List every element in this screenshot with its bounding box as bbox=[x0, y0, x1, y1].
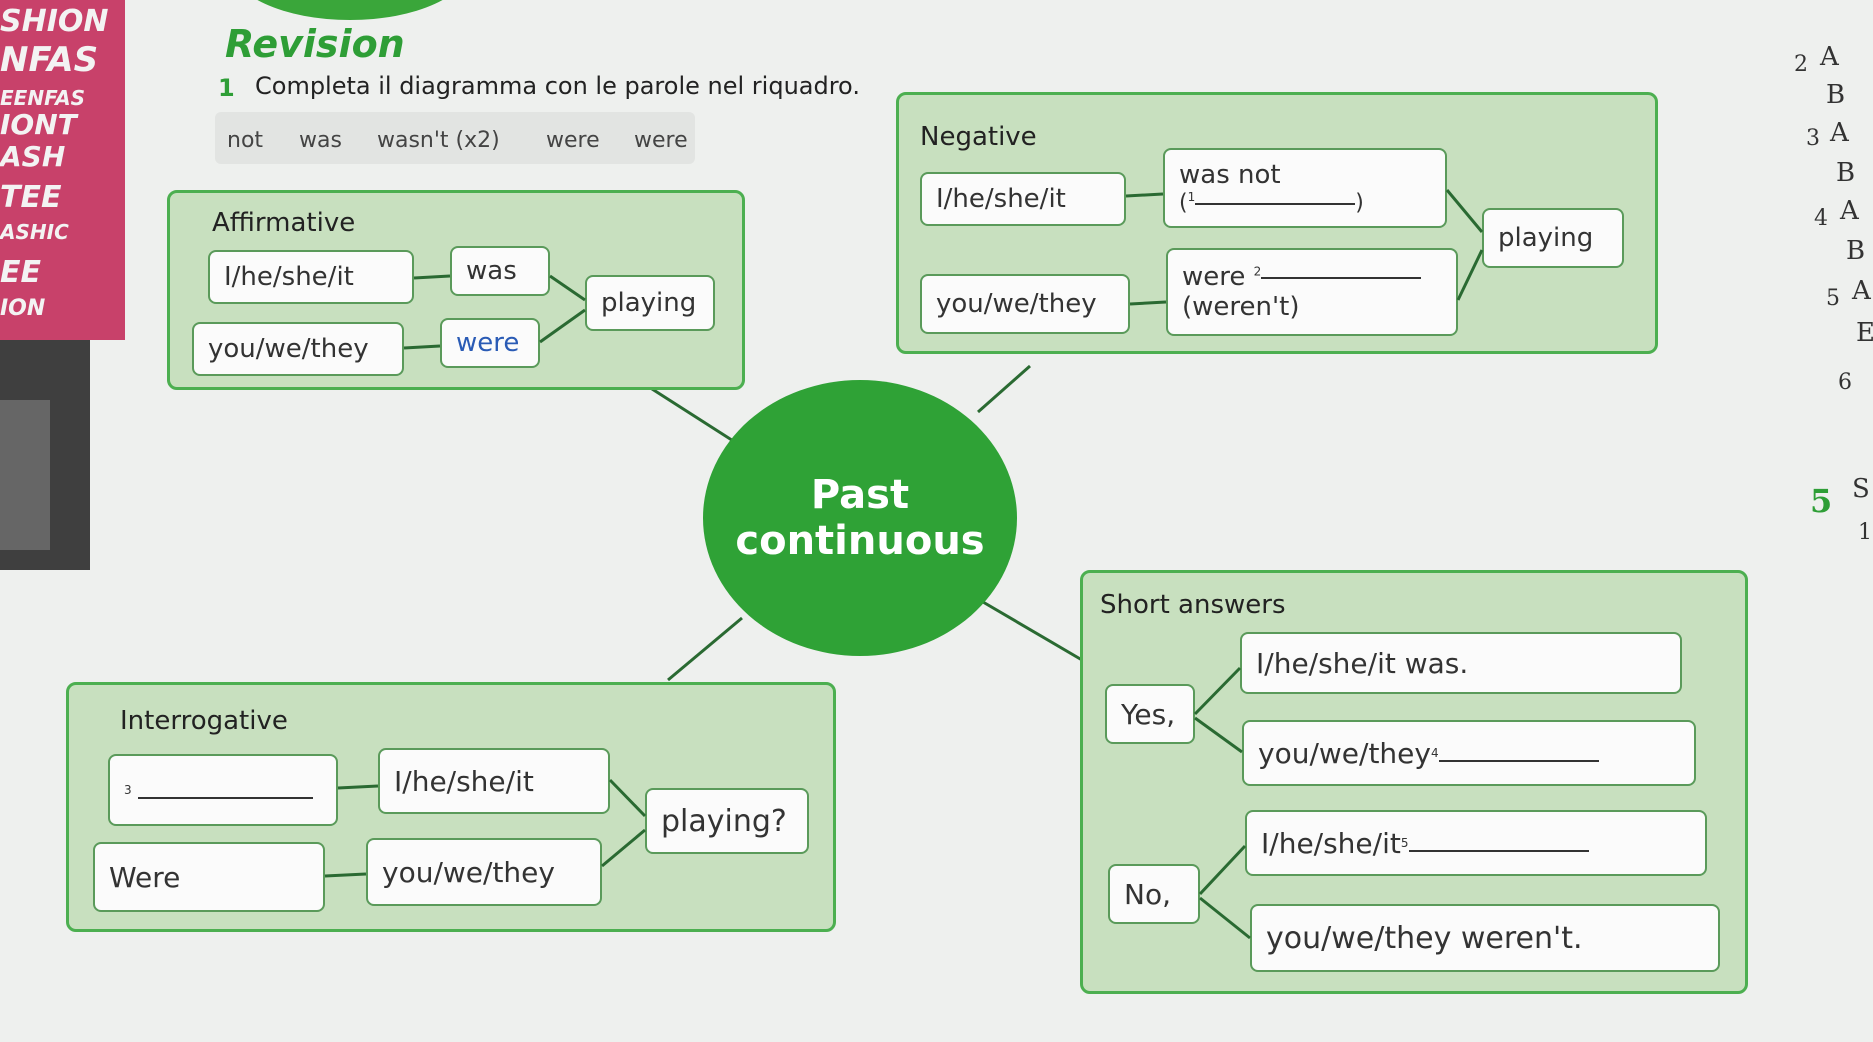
interrogative-title: Interrogative bbox=[120, 706, 288, 736]
negative-verb: playing bbox=[1482, 208, 1624, 268]
gap-number-5: 5 bbox=[1400, 836, 1409, 850]
word-box-item: were bbox=[546, 128, 600, 153]
side-tab-6: TEE bbox=[0, 180, 62, 215]
negative-were-gap: were 2 bbox=[1182, 262, 1422, 292]
negative-gap-1: (1) bbox=[1179, 190, 1364, 216]
word-box-item: were bbox=[634, 128, 688, 153]
short-answers-title: Short answers bbox=[1100, 590, 1286, 620]
interrogative-verb: playing? bbox=[645, 788, 809, 854]
negative-title: Negative bbox=[920, 122, 1037, 152]
margin-item: A bbox=[1830, 118, 1849, 148]
negative-subject-singular: I/he/she/it bbox=[920, 172, 1126, 226]
margin-item: 5 bbox=[1826, 286, 1840, 311]
side-tab-7: ASHIC bbox=[0, 220, 69, 244]
gap-number-1: 1 bbox=[1187, 190, 1196, 205]
exercise-instruction: Completa il diagramma con le parole nel … bbox=[255, 72, 860, 100]
margin-item: E bbox=[1856, 318, 1873, 348]
side-tab-strip bbox=[0, 0, 125, 340]
side-tab-5: ASH bbox=[0, 140, 66, 173]
margin-item: B bbox=[1826, 80, 1846, 110]
margin-item: A bbox=[1820, 42, 1839, 72]
margin-item: A bbox=[1840, 196, 1859, 226]
short-answer-yes: Yes, bbox=[1105, 684, 1195, 744]
word-box-item: not bbox=[227, 128, 264, 153]
center-topic-line2: continuous bbox=[735, 518, 985, 564]
word-box-item: wasn't (x2) bbox=[377, 128, 500, 153]
margin-item: S bbox=[1852, 474, 1870, 504]
margin-item: B bbox=[1846, 236, 1866, 266]
affirmative-aux-were: were bbox=[440, 318, 540, 368]
short-answer-yes-singular: I/he/she/it was. bbox=[1240, 632, 1682, 694]
margin-item: B bbox=[1836, 158, 1856, 188]
margin-item: 4 bbox=[1814, 206, 1828, 231]
short-answer-no-plural: you/we/they weren't. bbox=[1250, 904, 1720, 972]
connector-interrogative bbox=[667, 616, 743, 682]
affirmative-verb: playing bbox=[585, 275, 715, 331]
side-tab-4: IONT bbox=[0, 108, 77, 141]
affirmative-aux-was: was bbox=[450, 246, 550, 296]
connector-affirmative bbox=[637, 378, 739, 446]
side-tab-3: EENFAS bbox=[0, 86, 86, 110]
connector-negative bbox=[977, 364, 1031, 414]
side-tab-9: ION bbox=[0, 296, 46, 321]
gap-number-4: 4 bbox=[1430, 746, 1439, 760]
negative-was-not: was not bbox=[1179, 160, 1281, 191]
interrogative-gap-3: 3 bbox=[108, 754, 338, 826]
gap-number-3: 3 bbox=[124, 783, 132, 797]
side-tab-1: SHION bbox=[0, 4, 109, 39]
sidebar-grey-strip bbox=[0, 400, 50, 550]
margin-item: A bbox=[1852, 276, 1871, 306]
negative-form-plural: were 2 (weren't) bbox=[1166, 248, 1458, 336]
margin-item: 3 bbox=[1806, 126, 1820, 151]
short-answer-no: No, bbox=[1108, 864, 1200, 924]
page-title: Revision bbox=[225, 22, 405, 66]
gap-number-2: 2 bbox=[1253, 264, 1262, 279]
negative-subject-plural: you/we/they bbox=[920, 274, 1130, 334]
interrogative-subject-singular: I/he/she/it bbox=[378, 748, 610, 814]
center-topic-circle: Past continuous bbox=[703, 380, 1017, 656]
affirmative-subject-singular: I/he/she/it bbox=[208, 250, 414, 304]
affirmative-subject-plural: you/we/they bbox=[192, 322, 404, 376]
connector-short-answers bbox=[982, 600, 1083, 662]
margin-item: 5 bbox=[1810, 482, 1833, 520]
side-tab-2: NFAS bbox=[0, 40, 99, 80]
side-tab-8: EE bbox=[0, 255, 41, 290]
word-box bbox=[215, 112, 695, 164]
margin-item: 2 bbox=[1794, 52, 1808, 77]
margin-item: 6 bbox=[1838, 370, 1852, 395]
affirmative-title: Affirmative bbox=[212, 208, 356, 238]
interrogative-subject-plural: you/we/they bbox=[366, 838, 602, 906]
center-topic-line1: Past bbox=[810, 472, 910, 518]
margin-item: 1 bbox=[1858, 520, 1872, 545]
word-box-item: was bbox=[299, 128, 342, 153]
exercise-number: 1 bbox=[218, 74, 235, 102]
interrogative-aux-were: Were bbox=[93, 842, 325, 912]
negative-werent: (weren't) bbox=[1182, 292, 1300, 322]
negative-form-singular: was not (1) bbox=[1163, 148, 1447, 228]
